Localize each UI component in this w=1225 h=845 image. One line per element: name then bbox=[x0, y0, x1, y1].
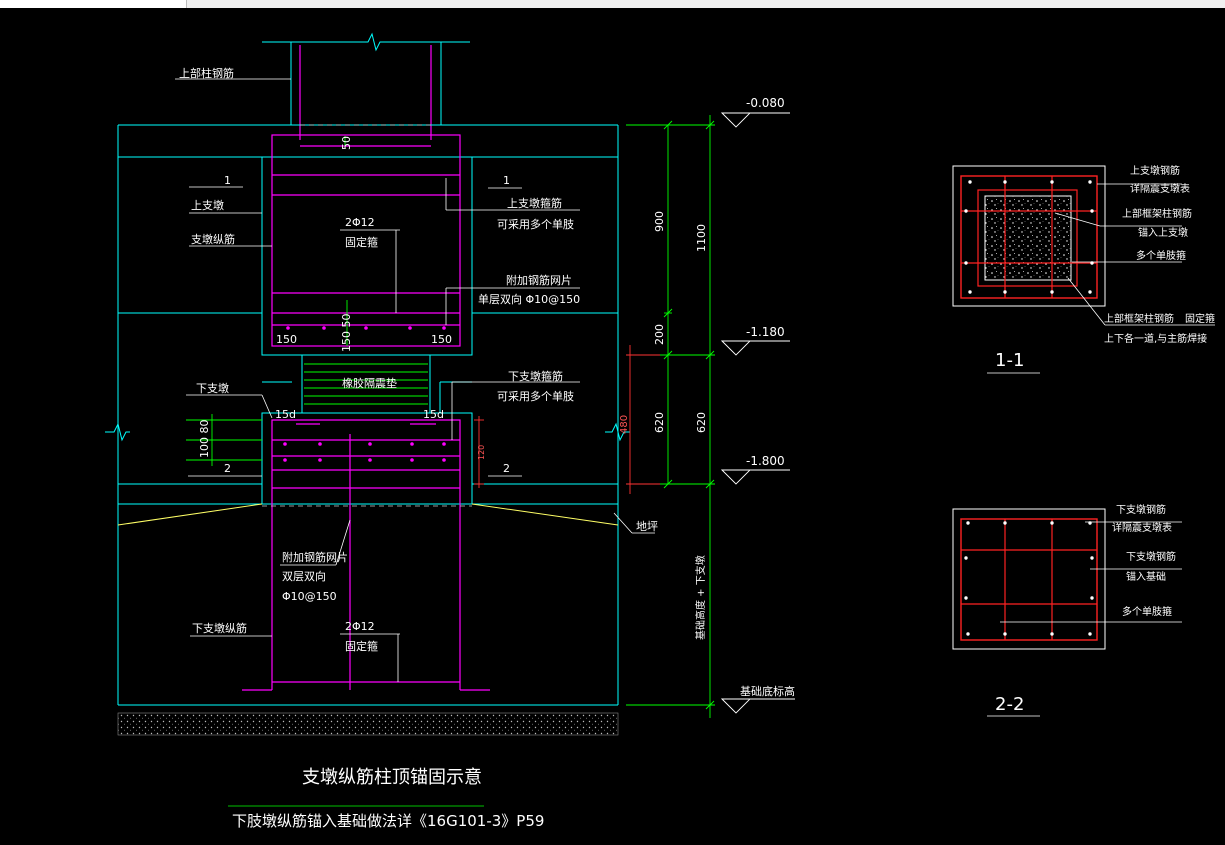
label-d150-left: 150 bbox=[276, 333, 297, 346]
upper-column-rebar bbox=[299, 45, 432, 140]
dimension-lines bbox=[186, 115, 715, 718]
s22-note-1: 详隔震支墩表 bbox=[1112, 521, 1172, 534]
main-elevation bbox=[105, 32, 630, 736]
label-fix-stirrup-bottom: 固定箍 bbox=[345, 639, 378, 653]
label-lower-pier-long: 下支墩纵筋 bbox=[192, 621, 247, 635]
elevation-1: -0.080 bbox=[746, 96, 785, 110]
label-double-layer: 双层双向 bbox=[282, 569, 326, 583]
dim-620a: 620 bbox=[653, 412, 666, 433]
label-phi10-150: Φ10@150 bbox=[282, 590, 337, 603]
label-fix-stirrup-top: 固定箍 bbox=[345, 235, 378, 249]
drawing-title: 支墩纵筋柱顶锚固示意 bbox=[302, 767, 482, 788]
label-foundation-height: 基础高度 + 下支墩 bbox=[694, 555, 707, 640]
s22-note-3: 锚入基础 bbox=[1126, 570, 1166, 583]
window-tab[interactable] bbox=[0, 0, 187, 8]
label-upper-pier-left: 上支墩 bbox=[191, 198, 224, 212]
dim-1100: 1100 bbox=[695, 224, 708, 252]
label-d150-right: 150 bbox=[431, 333, 452, 346]
ground-slope bbox=[117, 503, 619, 526]
label-add-mesh-bottom: 附加钢筋网片 bbox=[282, 550, 348, 564]
section-2-2-title: 2-2 bbox=[995, 694, 1024, 715]
label-upper-pier-stirrup-note: 可采用多个单肢 bbox=[497, 217, 574, 231]
label-single-layer: 单层双向 Φ10@150 bbox=[478, 292, 580, 306]
s11-note-3: 锚入上支墩 bbox=[1138, 226, 1188, 239]
s22-note-2: 下支墩钢筋 bbox=[1126, 550, 1176, 563]
label-15d-right: 15d bbox=[423, 408, 444, 421]
window-top-bar bbox=[0, 0, 1225, 8]
dashed-lines bbox=[262, 124, 472, 507]
leader-lines bbox=[175, 78, 655, 682]
cad-drawing-canvas[interactable]: 上部柱钢筋 1 上支墩 支墩纵筋 1 上支墩箍筋 可采用多个单肢 2Φ12 固定… bbox=[0, 8, 1225, 845]
s22-note-0: 下支墩钢筋 bbox=[1116, 503, 1166, 516]
s11-note-bottom-fix: 固定箍 bbox=[1185, 312, 1215, 325]
dimension-labels: 50 150 50 100 80 120 900 1100 200 620 62… bbox=[198, 136, 708, 460]
section-1-1: 上支墩钢筋 详隔震支墩表 上部框架柱钢筋 锚入上支墩 多个单肢箍 上部框架柱钢筋… bbox=[952, 164, 1215, 374]
upper-pier-rebar bbox=[271, 134, 461, 347]
label-lower-pier-stirrup-note: 可采用多个单肢 bbox=[497, 389, 574, 403]
upper-rebar-dots bbox=[286, 326, 446, 330]
label-lower-pier-stirrup: 下支墩箍筋 bbox=[508, 369, 563, 383]
s22-note-4: 多个单肢箍 bbox=[1122, 605, 1172, 618]
dim-480: 480 bbox=[619, 415, 630, 434]
s11-note-bottom-1: 上部框架柱钢筋 bbox=[1104, 312, 1174, 325]
label-15d-left: 15d bbox=[275, 408, 296, 421]
dim-620b: 620 bbox=[695, 412, 708, 433]
dim-50-top: 50 bbox=[340, 136, 353, 150]
dim-120: 120 bbox=[477, 445, 486, 460]
label-upper-pier-stirrup: 上支墩箍筋 bbox=[507, 196, 562, 210]
label-lower-pier-left: 下支墩 bbox=[196, 381, 229, 395]
label-sec1-left: 1 bbox=[224, 174, 231, 187]
s11-note-0: 上支墩钢筋 bbox=[1130, 164, 1180, 177]
label-foundation-bottom: 基础底标高 bbox=[740, 684, 795, 698]
s11-note-4: 多个单肢箍 bbox=[1136, 249, 1186, 262]
upper-column bbox=[262, 32, 470, 125]
s11-note-1: 详隔震支墩表 bbox=[1130, 182, 1190, 195]
dim-100-80: 100 80 bbox=[198, 420, 211, 459]
main-labels: 上部柱钢筋 1 上支墩 支墩纵筋 1 上支墩箍筋 可采用多个单肢 2Φ12 固定… bbox=[179, 66, 795, 698]
elevation-3: -1.800 bbox=[746, 454, 785, 468]
elevation-labels: -0.080 -1.180 -1.800 bbox=[746, 96, 785, 468]
lower-pier-rebar bbox=[242, 419, 490, 691]
label-two-phi12-top: 2Φ12 bbox=[345, 216, 375, 229]
label-rubber-bearing: 橡胶隔震垫 bbox=[342, 376, 397, 390]
break-symbols bbox=[105, 422, 630, 442]
s11-note-bottom-2: 上下各一道,与主筋焊接 bbox=[1104, 332, 1207, 345]
dim-900: 900 bbox=[653, 211, 666, 232]
label-floor: 地坪 bbox=[636, 520, 658, 533]
foundation-outline bbox=[117, 124, 619, 706]
label-add-mesh-top: 附加钢筋网片 bbox=[506, 273, 572, 287]
title-block: 支墩纵筋柱顶锚固示意 下肢墩纵筋锚入基础做法详《16G101-3》P59 bbox=[228, 767, 544, 830]
red-dimension bbox=[474, 345, 660, 494]
label-sec2-right: 2 bbox=[503, 462, 510, 475]
bearing-layers bbox=[304, 363, 428, 405]
dim-200: 200 bbox=[653, 324, 666, 345]
label-sec2-left: 2 bbox=[224, 462, 231, 475]
label-two-phi12-bottom: 2Φ12 bbox=[345, 620, 375, 633]
label-pier-long-rebar: 支墩纵筋 bbox=[191, 232, 235, 246]
s11-note-2: 上部框架柱钢筋 bbox=[1122, 207, 1192, 220]
section-1-1-title: 1-1 bbox=[995, 350, 1024, 371]
label-sec1-right: 1 bbox=[503, 174, 510, 187]
drawing-subtitle: 下肢墩纵筋锚入基础做法详《16G101-3》P59 bbox=[232, 812, 544, 830]
elevation-2: -1.180 bbox=[746, 325, 785, 339]
elevation-markers bbox=[720, 112, 795, 714]
gravel-bed bbox=[117, 712, 619, 736]
dim-150-50: 150 50 bbox=[340, 314, 353, 353]
label-upper-column-rebar: 上部柱钢筋 bbox=[179, 66, 234, 80]
lower-rebar-dots bbox=[283, 442, 446, 462]
section-2-2: 下支墩钢筋 详隔震支墩表 下支墩钢筋 锚入基础 多个单肢箍 2-2 bbox=[952, 503, 1182, 717]
